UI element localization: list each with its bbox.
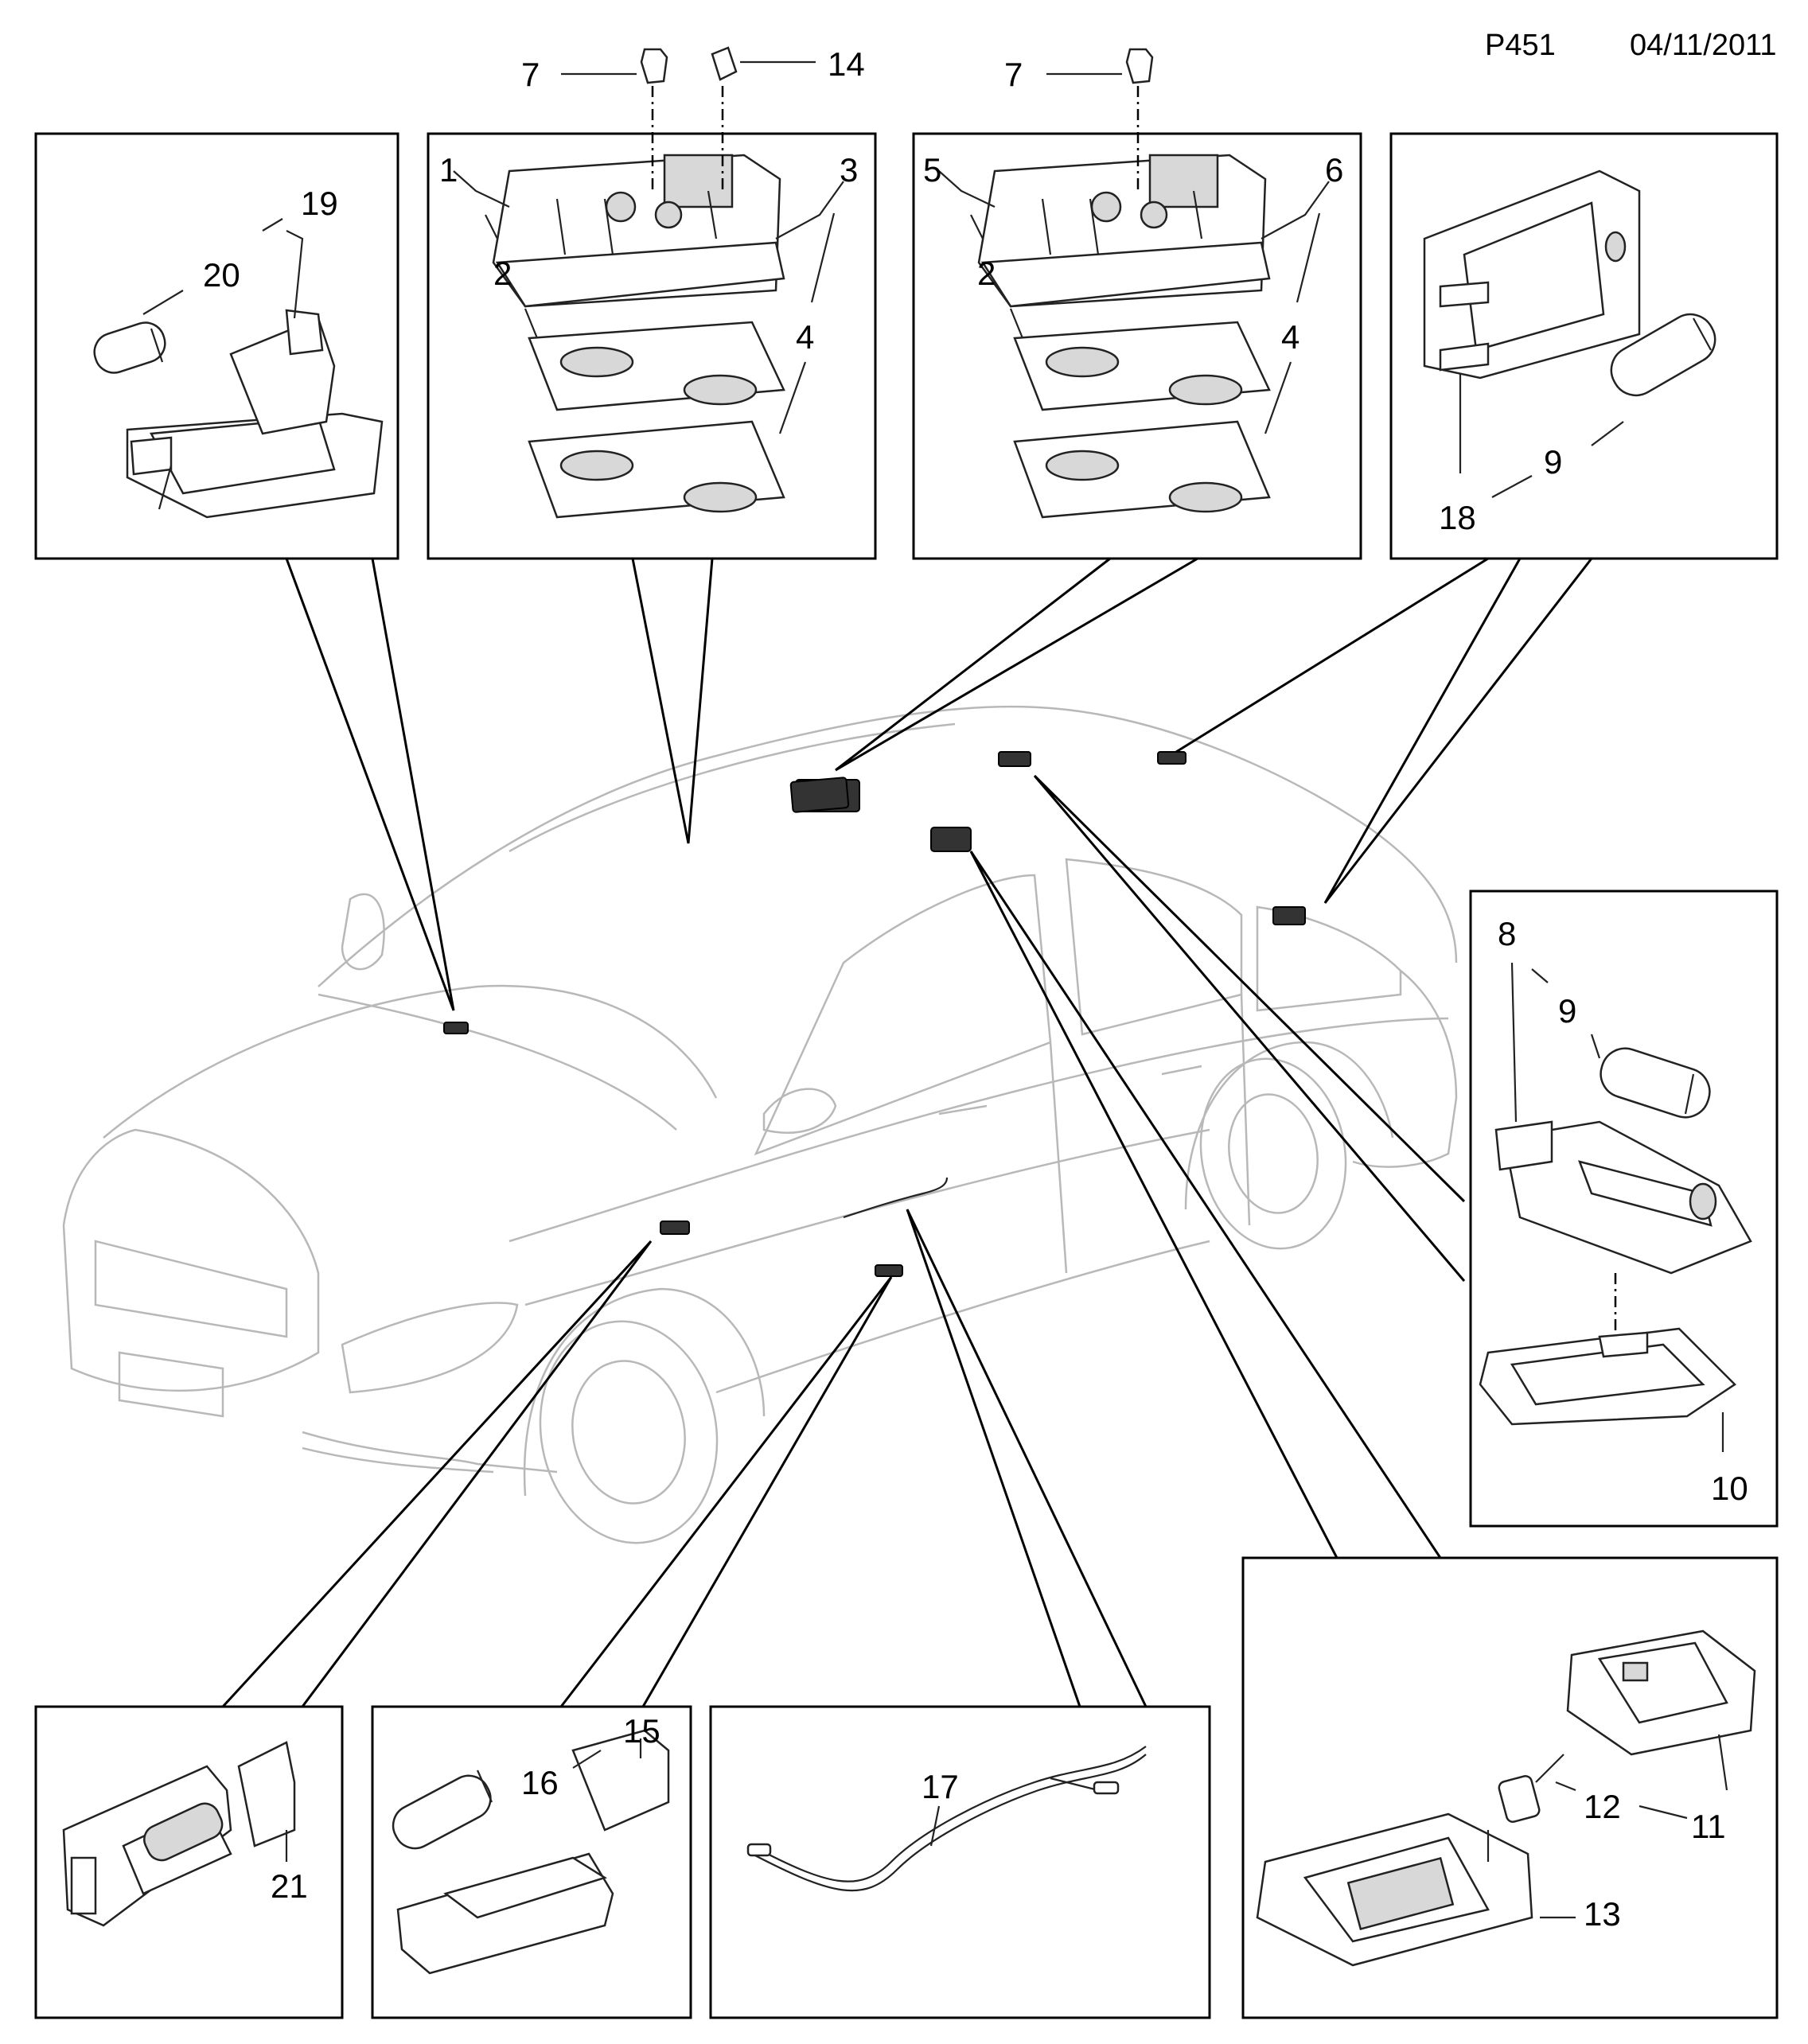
callout-18: 18 (1439, 499, 1476, 536)
callout-2-rear: 2 (977, 255, 996, 292)
lamp-lens-rear-icon (1013, 321, 1271, 411)
callout-7-left: 7 (521, 56, 540, 93)
trunk-lamp-marker (1272, 906, 1306, 925)
detail-box-21: 21 (34, 1705, 344, 2019)
callout-5: 5 (923, 151, 941, 189)
detail-box-8-10: 8 9 10 (1469, 890, 1779, 1528)
callout-10: 10 (1711, 1470, 1748, 1507)
car-outline (62, 705, 1458, 1544)
lamp-frame-icon (1479, 1327, 1736, 1426)
lamp-housing-icon (1566, 1629, 1756, 1756)
callout-19: 19 (301, 185, 338, 222)
bulb-holder-icon (126, 309, 384, 519)
detail-box-9-18: 18 9 (1389, 132, 1779, 560)
bulb-icon (1600, 1047, 1711, 1119)
lamp-lens-rear-alt-icon (1013, 420, 1271, 519)
roof-console-lamp-icon (492, 154, 785, 308)
wiring-harness-icon (746, 1746, 1147, 1892)
callout-9-mid: 9 (1558, 992, 1576, 1030)
leader-lines (221, 557, 1593, 1708)
lamp-housing-icon (1423, 169, 1641, 380)
fender-lamp-marker (660, 1221, 690, 1235)
bulb-icon (392, 1770, 493, 1850)
callout-1: 1 (439, 151, 458, 189)
callout-3: 3 (840, 151, 858, 189)
installed-part-markers (443, 751, 1306, 1277)
lamp-lens-icon (1256, 1812, 1533, 1967)
callout-2: 2 (493, 255, 512, 292)
lamp-housing-icon (62, 1741, 296, 1927)
detail-box-15-16: 16 15 (371, 1705, 692, 2019)
top-clip-14: 14 (711, 45, 865, 191)
lamp-body-icon (1494, 1120, 1752, 1275)
callout-4-rear: 4 (1281, 318, 1300, 356)
detail-box-11-13: 12 11 13 (1241, 1556, 1779, 2019)
callout-17: 17 (922, 1768, 959, 1805)
bulb-icon (1498, 1774, 1541, 1824)
detail-box-1-4: 1 2 3 4 (427, 132, 877, 560)
cargo-lamp-marker (1157, 751, 1186, 765)
callout-4: 4 (796, 318, 814, 356)
dome-lamp-marker (789, 777, 850, 813)
callout-12: 12 (1584, 1788, 1621, 1825)
center-lamp-marker (930, 827, 972, 852)
callout-21: 21 (271, 1867, 308, 1905)
roof-console-lamp-rear-icon (977, 154, 1271, 308)
callout-6: 6 (1325, 151, 1343, 189)
hood-lamp-marker (443, 1022, 469, 1034)
callout-13: 13 (1584, 1895, 1621, 1933)
bulb-icon (93, 321, 166, 374)
callout-20: 20 (203, 256, 240, 294)
lamp-housing-icon (396, 1729, 670, 1975)
callout-11: 11 (1691, 1808, 1726, 1845)
top-bulb-left: 7 (521, 48, 668, 191)
detail-box-5-6: 5 2 6 4 (912, 132, 1362, 560)
callout-7-right: 7 (1004, 56, 1023, 93)
callout-14: 14 (828, 45, 865, 83)
detail-box-19-20: 19 20 (34, 132, 399, 560)
page-date: 04/11/2011 (1630, 29, 1777, 62)
harness-on-car (843, 1177, 949, 1219)
callout-16: 16 (521, 1764, 559, 1801)
top-bulb-right: 7 (1004, 48, 1154, 191)
lamp-lens-alt-icon (528, 420, 785, 519)
callout-9-top: 9 (1544, 443, 1562, 481)
door-lamp-marker (875, 1264, 903, 1277)
lamp-lens-icon (528, 321, 785, 411)
callout-15: 15 (623, 1712, 660, 1750)
callout-8: 8 (1498, 915, 1516, 952)
detail-box-17: 17 (709, 1705, 1211, 2019)
page-code: P451 (1485, 29, 1556, 62)
bulb-icon (1610, 313, 1716, 397)
rear-roof-lamp-marker (998, 751, 1031, 767)
